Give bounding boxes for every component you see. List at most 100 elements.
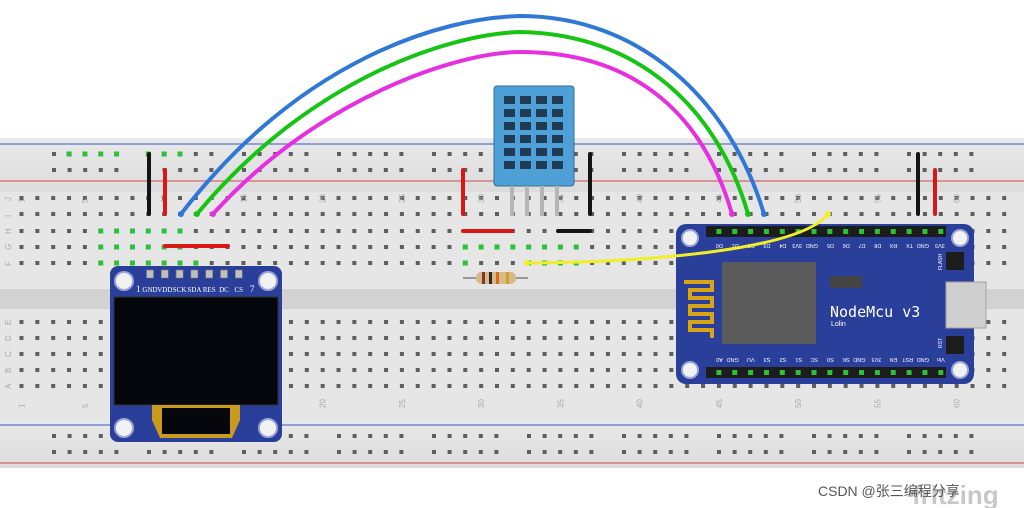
terminal-hole (431, 320, 436, 324)
rail-hole (668, 434, 673, 438)
terminal-hole (558, 320, 563, 324)
connected-hole (573, 244, 579, 250)
rail-hole (684, 450, 689, 454)
rail-hole (304, 152, 309, 156)
rail-hole (858, 152, 863, 156)
terminal-hole (605, 336, 610, 340)
terminal-hole (431, 212, 436, 216)
rail-hole (827, 168, 832, 172)
pin-label: D3 (763, 242, 770, 248)
terminal-hole (19, 368, 24, 372)
rail-hole (558, 450, 563, 454)
terminal-hole (637, 384, 642, 388)
rail-hole (304, 168, 309, 172)
wire-blue (179, 13, 766, 216)
terminal-hole (463, 384, 468, 388)
pin-label: GND (917, 356, 929, 362)
terminal-hole (463, 196, 468, 200)
rail-hole (874, 152, 879, 156)
rail-hole (907, 152, 911, 156)
pin-label: S1 (795, 356, 802, 362)
terminal-hole (653, 336, 658, 340)
terminal-hole (479, 368, 484, 372)
sensor-vent (552, 148, 563, 156)
rail-hole (858, 168, 863, 172)
terminal-hole (495, 352, 499, 356)
row-label: C (4, 351, 13, 357)
rail-hole (748, 152, 753, 156)
row-label: E (4, 320, 13, 325)
terminal-hole (257, 229, 262, 233)
terminal-hole (19, 352, 24, 356)
sensor-vent (536, 161, 547, 169)
terminal-hole (368, 261, 373, 265)
terminal-hole (526, 384, 531, 388)
terminal-hole (320, 368, 325, 372)
terminal-hole (542, 336, 547, 340)
terminal-hole (859, 212, 864, 216)
terminal-hole (352, 261, 357, 265)
terminal-hole (479, 384, 484, 388)
pin-label: D4 (779, 242, 786, 248)
header-pin (811, 229, 817, 234)
terminal-hole (399, 352, 404, 356)
rail-hole (622, 168, 626, 172)
terminal-hole (479, 352, 484, 356)
rail-hole (748, 450, 753, 454)
terminal-hole (605, 352, 610, 356)
terminal-hole (495, 368, 499, 372)
header-pin (859, 229, 865, 234)
header-pin (922, 370, 928, 375)
pin-label: SK (842, 356, 850, 362)
dht11-sensor (493, 85, 575, 216)
header-pin (716, 370, 722, 375)
terminal-hole (67, 352, 72, 356)
connected-hole (177, 228, 183, 234)
rail-hole (653, 434, 658, 438)
terminal-hole (463, 368, 468, 372)
wire-green (195, 29, 750, 216)
rail-hole (383, 152, 388, 156)
terminal-hole (399, 229, 404, 233)
terminal-hole (368, 245, 373, 249)
rail-hole (368, 168, 373, 172)
rail-hole (969, 434, 974, 438)
terminal-hole (304, 229, 309, 233)
column-label: 20 (319, 194, 328, 203)
terminal-hole (495, 196, 499, 200)
terminal-hole (954, 212, 959, 216)
rail-hole (273, 168, 278, 172)
terminal-hole (796, 212, 801, 216)
rail-hole (242, 168, 246, 172)
connected-hole (510, 244, 516, 250)
resistor-band (489, 272, 492, 284)
terminal-hole (304, 245, 309, 249)
terminal-hole (320, 261, 325, 265)
rail-hole (178, 450, 183, 454)
pin-label: S2 (780, 356, 787, 362)
terminal-hole (384, 229, 389, 233)
rail-hole (527, 450, 531, 454)
terminal-hole (479, 261, 484, 265)
rail-hole (193, 152, 198, 156)
nodemcu-mount-hole (951, 361, 969, 379)
terminal-hole (954, 196, 959, 200)
terminal-hole (368, 336, 373, 340)
nodemcu-chip (830, 276, 862, 288)
terminal-hole (922, 384, 927, 388)
terminal-hole (510, 384, 515, 388)
terminal-hole (273, 196, 278, 200)
column-label: 25 (398, 399, 407, 408)
terminal-hole (51, 352, 56, 356)
rail-hole (717, 168, 721, 172)
rail-hole (779, 450, 784, 454)
terminal-hole (875, 212, 880, 216)
terminal-hole (352, 320, 357, 324)
terminal-hole (67, 196, 72, 200)
connected-hole (526, 244, 532, 250)
terminal-hole (986, 245, 991, 249)
rail-hole (717, 434, 721, 438)
terminal-hole (938, 384, 943, 388)
terminal-hole (812, 384, 816, 388)
oled-ribbon-inner (162, 408, 230, 434)
